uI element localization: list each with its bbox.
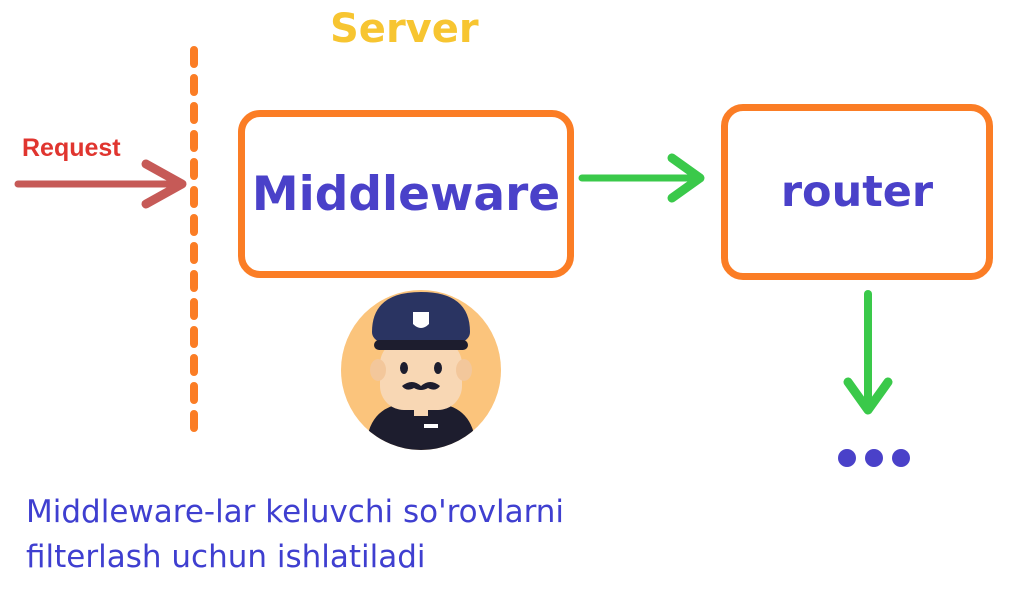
middleware-to-router-arrow (578, 153, 705, 203)
police-officer-icon (341, 290, 501, 450)
ellipsis-icon (838, 449, 910, 467)
request-label: Request (22, 134, 121, 162)
router-down-arrow (843, 290, 893, 415)
router-label: router (780, 167, 934, 217)
router-node: router (721, 104, 993, 280)
middleware-label: Middleware (251, 166, 561, 222)
middleware-node: Middleware (238, 110, 574, 278)
server-title: Server (330, 6, 479, 52)
caption-line-2: filterlash uchun ishlatiladi (26, 539, 426, 575)
request-arrow (14, 159, 187, 209)
caption-line-1: Middleware-lar keluvchi so'rovlarni (26, 494, 565, 530)
caption: Middleware-lar keluvchi so'rovlarni filt… (26, 490, 564, 580)
